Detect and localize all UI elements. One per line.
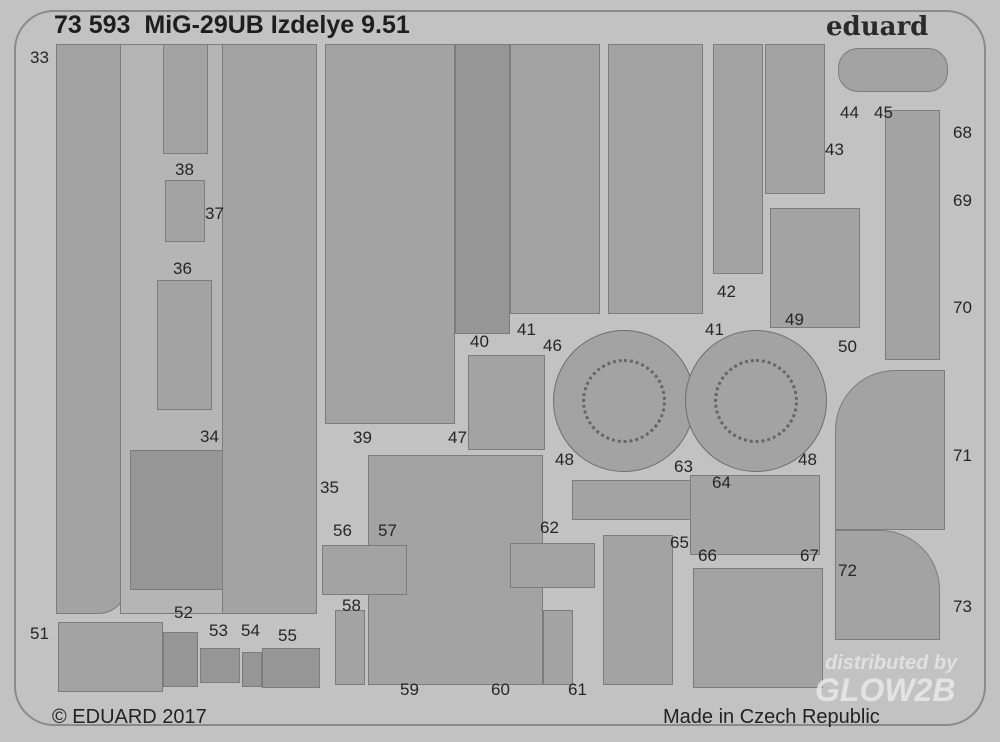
label-48-b: 48	[798, 450, 817, 469]
part-68-70	[885, 110, 940, 360]
part-41-b	[608, 44, 703, 314]
watermark-glow2b-logo: GLOW2B	[815, 672, 956, 708]
label-52: 52	[174, 603, 193, 622]
part-61	[543, 610, 573, 685]
label-34: 34	[200, 427, 219, 446]
label-41-a: 41	[517, 320, 536, 339]
part-33	[56, 44, 128, 614]
label-42: 42	[717, 282, 736, 301]
label-36: 36	[173, 259, 192, 278]
fret-frame	[14, 10, 986, 726]
part-53	[200, 648, 240, 683]
part-73	[835, 530, 940, 640]
label-38: 38	[175, 160, 194, 179]
part-36	[157, 280, 212, 410]
label-70: 70	[953, 298, 972, 317]
label-64: 64	[712, 473, 731, 492]
part-42	[713, 44, 763, 274]
part-41-a	[510, 44, 600, 314]
label-40: 40	[470, 332, 489, 351]
label-68: 68	[953, 123, 972, 142]
label-73: 73	[953, 597, 972, 616]
label-59: 59	[400, 680, 419, 699]
label-44: 44	[840, 103, 859, 122]
copyright-text: © EDUARD 2017	[52, 706, 207, 728]
label-41-b: 41	[705, 320, 724, 339]
made-in-text: Made in Czech Republic	[663, 706, 880, 728]
label-49: 49	[785, 310, 804, 329]
label-43: 43	[825, 140, 844, 159]
part-54	[242, 652, 262, 687]
part-38	[163, 44, 208, 154]
part-37	[165, 180, 205, 242]
part-63	[572, 480, 692, 520]
label-54: 54	[241, 621, 260, 640]
watermark-distributed-by: distributed by	[825, 652, 958, 674]
label-35: 35	[320, 478, 339, 497]
part-65	[603, 535, 673, 685]
part-66-67	[693, 568, 823, 688]
label-33: 33	[30, 48, 49, 67]
part-62	[510, 543, 595, 588]
label-55: 55	[278, 626, 297, 645]
label-72: 72	[838, 561, 857, 580]
part-71	[835, 370, 945, 530]
part-55	[262, 648, 320, 688]
label-57: 57	[378, 521, 397, 540]
part-48-right	[685, 330, 827, 472]
label-53: 53	[209, 621, 228, 640]
label-39: 39	[353, 428, 372, 447]
label-45: 45	[874, 103, 893, 122]
label-69: 69	[953, 191, 972, 210]
label-67: 67	[800, 546, 819, 565]
part-35	[222, 44, 317, 614]
label-58: 58	[342, 596, 361, 615]
part-51	[58, 622, 163, 692]
part-58	[335, 610, 365, 685]
part-44-45	[838, 48, 948, 92]
part-56	[322, 545, 407, 595]
fret-title: 73 593 MiG-29UB Izdelye 9.51	[54, 11, 410, 40]
label-60: 60	[491, 680, 510, 699]
brand-logo: eduard	[826, 12, 929, 42]
part-47	[468, 355, 545, 450]
part-39	[325, 44, 455, 424]
label-48-a: 48	[555, 450, 574, 469]
part-64	[690, 475, 820, 555]
part-43	[765, 44, 825, 194]
label-62: 62	[540, 518, 559, 537]
part-52	[163, 632, 198, 687]
part-49	[770, 208, 860, 328]
label-46: 46	[543, 336, 562, 355]
part-40-strip	[455, 44, 510, 334]
label-37: 37	[205, 204, 224, 223]
label-66: 66	[698, 546, 717, 565]
product-code: 73 593	[54, 11, 131, 39]
product-title: MiG-29UB Izdelye 9.51	[144, 11, 410, 39]
label-71: 71	[953, 446, 972, 465]
label-51: 51	[30, 624, 49, 643]
label-65: 65	[670, 533, 689, 552]
label-50: 50	[838, 337, 857, 356]
part-48-left	[553, 330, 695, 472]
label-47: 47	[448, 428, 467, 447]
label-63: 63	[674, 457, 693, 476]
label-56: 56	[333, 521, 352, 540]
label-61: 61	[568, 680, 587, 699]
